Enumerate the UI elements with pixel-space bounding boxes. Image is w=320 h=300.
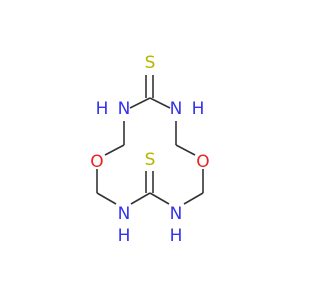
oxygen-atom-left: O (90, 152, 103, 172)
bond-ch2-o-left-upper (104, 144, 125, 156)
nitrogen-atom-top-right: N (170, 99, 183, 119)
hydrogen-atom-top-left: H (96, 99, 109, 119)
sulfur-atom-bottom: S (145, 150, 156, 170)
bond-n-c-bottom-left (130, 192, 151, 205)
atom-labels: S N H N H O O S N H N H (90, 53, 209, 246)
bonds (96, 75, 204, 205)
molecule-structure-diagram: S N H N H O O S N H N H (90, 53, 209, 246)
hydrogen-atom-bottom-left: H (118, 226, 131, 246)
bond-ch2-n-bottom-right (183, 192, 204, 205)
bond-c-n-top-left (129, 97, 151, 109)
bond-n-c-bottom-right (149, 192, 170, 205)
oxygen-atom-right: O (196, 152, 209, 172)
nitrogen-atom-bottom-left: N (118, 204, 131, 224)
bond-c-n-top-right (149, 97, 171, 109)
hydrogen-atom-top-right: H (192, 99, 205, 119)
nitrogen-atom-bottom-right: N (170, 204, 183, 224)
sulfur-atom-top: S (145, 53, 156, 73)
bond-ch2-o-right-upper (175, 144, 196, 156)
bond-ch2-n-bottom-left (96, 192, 117, 205)
hydrogen-atom-bottom-right: H (170, 226, 183, 246)
nitrogen-atom-top-left: N (118, 99, 131, 119)
